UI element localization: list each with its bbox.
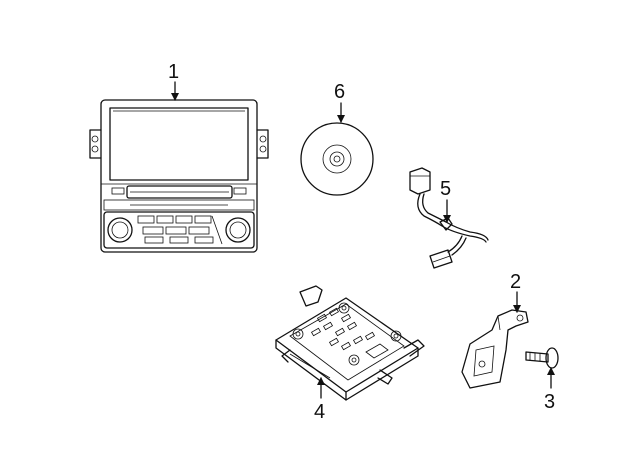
callout-label-6: 6 [334, 81, 345, 103]
callout-label-3: 3 [544, 391, 555, 413]
callout-2: 2 [510, 271, 521, 313]
callout-6: 6 [334, 81, 345, 123]
part-4-module [275, 285, 425, 401]
callout-label-1: 1 [168, 61, 179, 83]
callout-3: 3 [544, 367, 555, 413]
module-vent-slots [310, 307, 376, 351]
part-6-disc [300, 122, 374, 196]
callout-label-2: 2 [510, 271, 521, 293]
callout-4: 4 [314, 377, 325, 423]
part-2-bracket [461, 309, 529, 389]
part-3-bolt [525, 347, 559, 369]
callout-5: 5 [440, 178, 451, 223]
part-1-head-unit [89, 99, 269, 253]
callout-label-5: 5 [440, 178, 451, 200]
callout-1: 1 [168, 61, 179, 101]
part-5-cable [409, 167, 489, 269]
callout-label-4: 4 [314, 401, 325, 423]
